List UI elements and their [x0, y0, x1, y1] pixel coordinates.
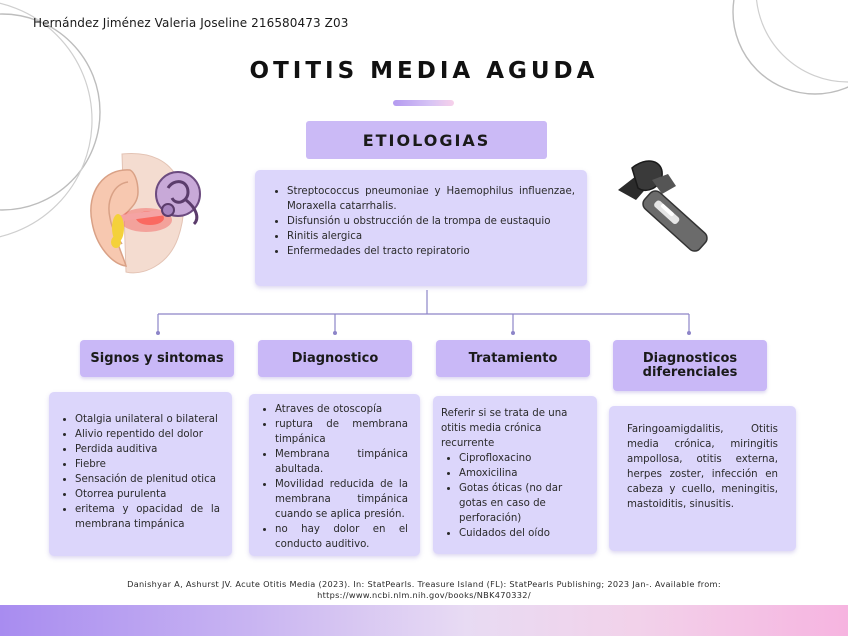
citation-line1: Danishyar A, Ashurst JV. Acute Otitis Me… [0, 579, 848, 590]
list-item: Ciprofloxacino [459, 451, 587, 466]
tratamiento-intro: Referir si se trata de una otitis media … [441, 406, 587, 451]
diferenciales-text: Faringoamigdalitis, Otitis media crónica… [627, 422, 778, 512]
list-item: Movilidad reducida de la membrana timpán… [275, 477, 408, 522]
signos-header: Signos y sintomas [80, 340, 234, 377]
list-item: eritema y opacidad de la membrana timpán… [75, 502, 220, 532]
tratamiento-header: Tratamiento [436, 340, 590, 377]
list-item: Alivio repentido del dolor [75, 427, 220, 442]
diagnostico-box: Atraves de otoscopía ruptura de membrana… [249, 394, 420, 556]
list-item: Cuidados del oído [459, 526, 587, 541]
list-item: Sensación de plenitud otica [75, 472, 220, 487]
citation-line2: https://www.ncbi.nlm.nih.gov/books/NBK47… [0, 590, 848, 601]
list-item: Otorrea purulenta [75, 487, 220, 502]
bottom-gradient-bar [0, 605, 848, 636]
list-item: Gotas óticas (no dar gotas en caso de pe… [459, 481, 587, 526]
tratamiento-box: Referir si se trata de una otitis media … [433, 396, 597, 554]
list-item: Fiebre [75, 457, 220, 472]
diferenciales-header: Diagnosticos diferenciales [613, 340, 767, 391]
signos-box: Otalgia unilateral o bilateral Alivio re… [49, 392, 232, 556]
citation: Danishyar A, Ashurst JV. Acute Otitis Me… [0, 579, 848, 601]
diferenciales-box: Faringoamigdalitis, Otitis media crónica… [609, 406, 796, 551]
list-item: no hay dolor en el conducto auditivo. [275, 522, 408, 552]
diagnostico-header: Diagnostico [258, 340, 412, 377]
list-item: ruptura de membrana timpánica [275, 417, 408, 447]
list-item: Membrana timpánica abultada. [275, 447, 408, 477]
list-item: Amoxicilina [459, 466, 587, 481]
list-item: Otalgia unilateral o bilateral [75, 412, 220, 427]
list-item: Atraves de otoscopía [275, 402, 408, 417]
list-item: Perdida auditiva [75, 442, 220, 457]
